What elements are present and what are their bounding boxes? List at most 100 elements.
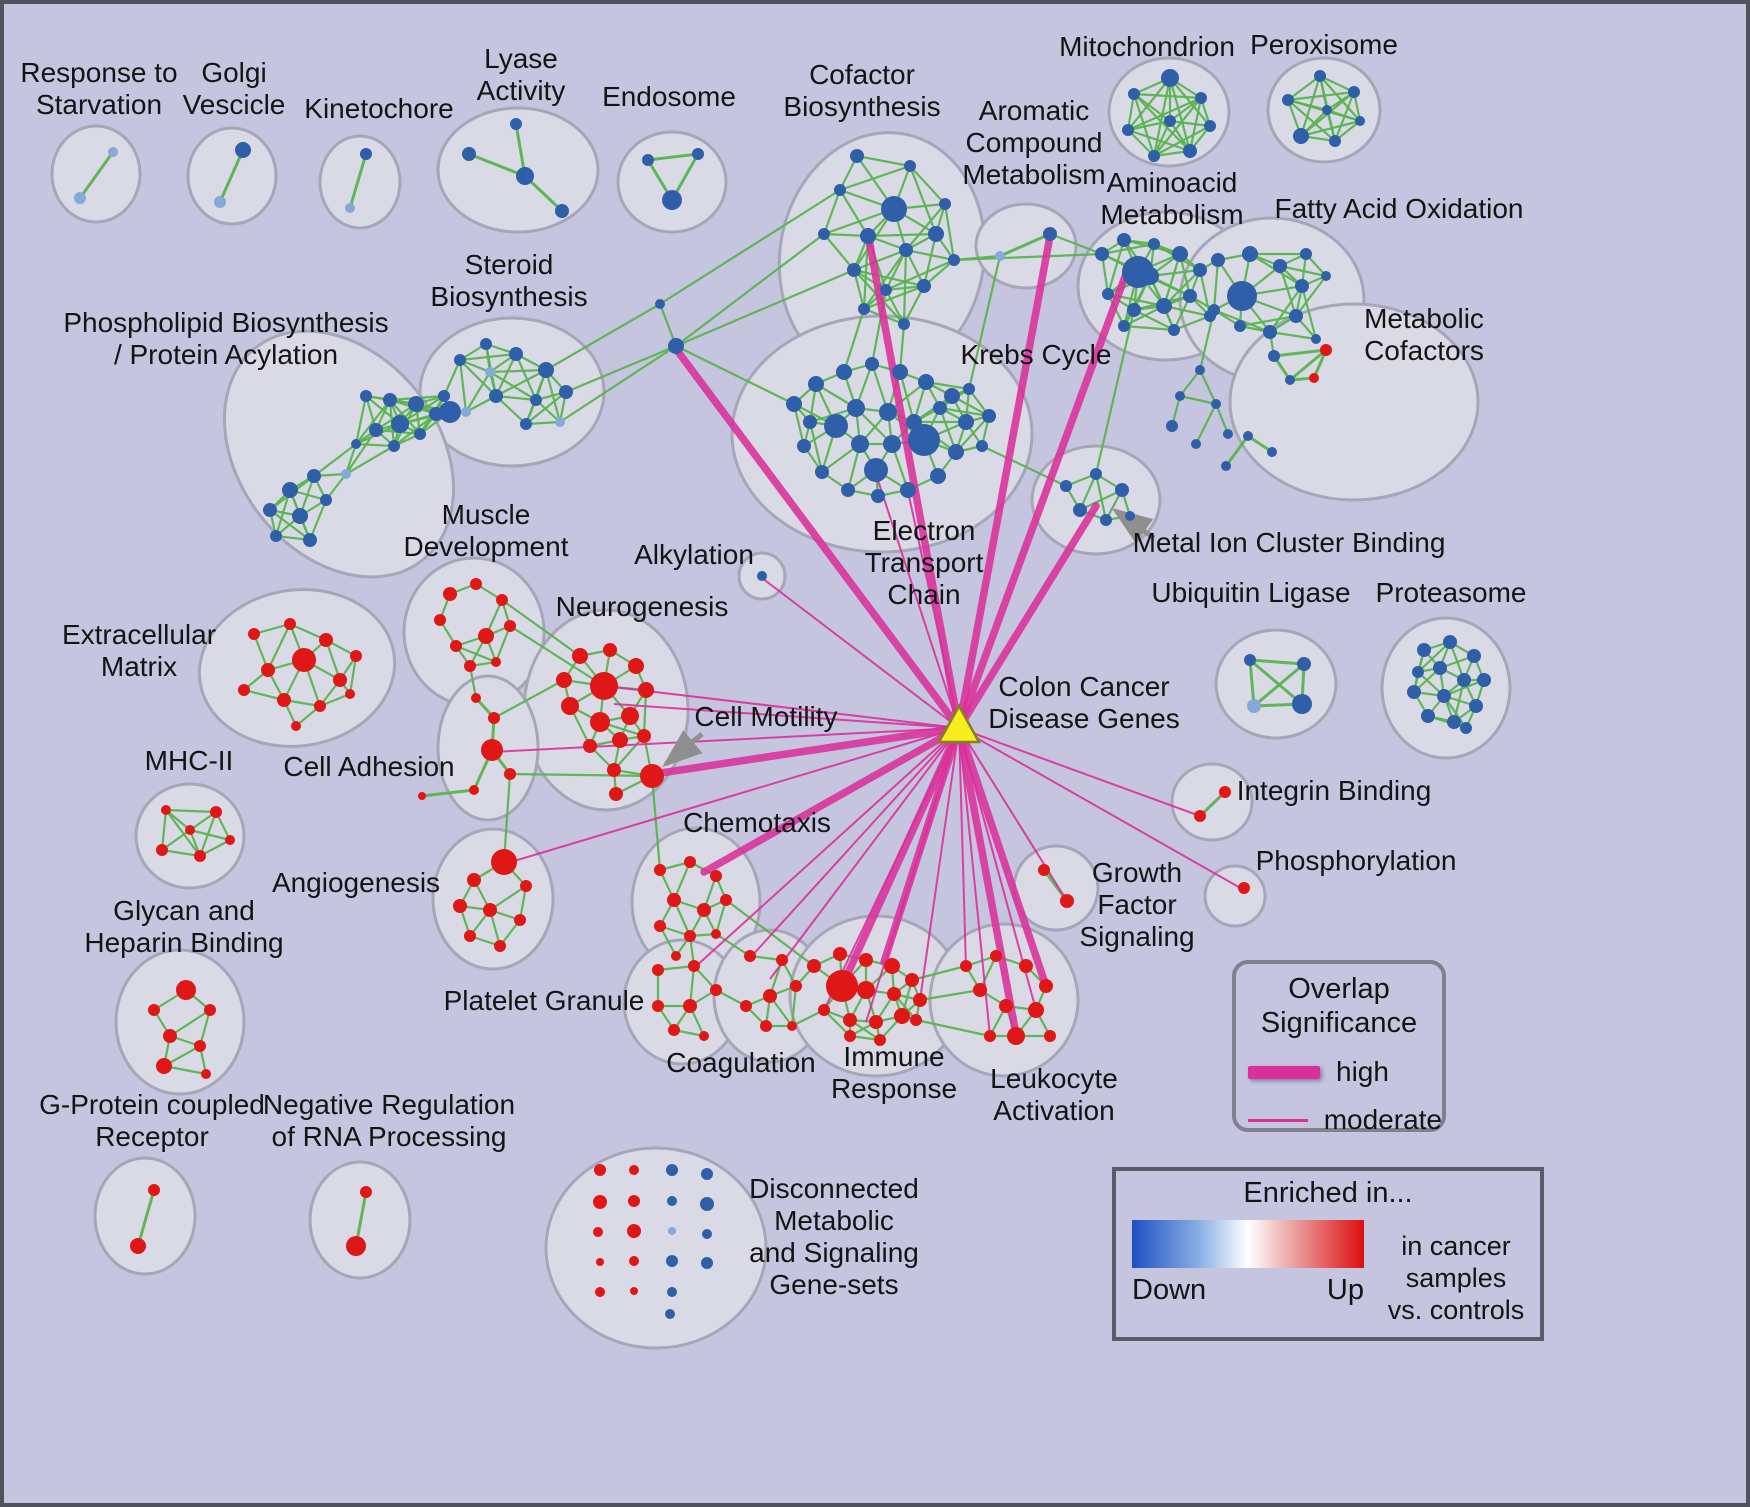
gene-set-node: [454, 354, 466, 366]
gene-set-edge: [790, 985, 798, 1027]
cluster-integrin-binding-ellipse: [1170, 762, 1254, 842]
label-extracellular-matrix: Extracellular: [62, 619, 216, 650]
gene-set-node: [1044, 1030, 1056, 1042]
gene-set-node: [520, 880, 532, 892]
gene-set-node: [1166, 420, 1178, 432]
label-g-protein-coupled-receptor: Receptor: [95, 1121, 209, 1152]
gene-set-node: [1100, 514, 1112, 526]
pointer-arrow: [1111, 508, 1156, 544]
gene-set-edge: [1417, 641, 1451, 673]
gene-set-node: [910, 1014, 922, 1026]
gene-set-node: [1457, 673, 1471, 687]
gene-set-node: [443, 587, 457, 601]
gene-set-node: [887, 987, 901, 1001]
gene-set-edge: [1169, 97, 1202, 122]
gene-set-edge: [1287, 99, 1336, 142]
cluster-disconnected-gene-sets-ellipse: [544, 1146, 768, 1350]
gene-set-node: [900, 482, 916, 498]
gene-set-node: [481, 739, 503, 761]
gene-set-node: [960, 960, 972, 972]
gene-set-node: [1043, 227, 1057, 241]
gene-set-node: [556, 672, 572, 688]
gene-set-node: [1019, 959, 1033, 973]
label-disconnected-gene-sets: and Signaling: [749, 1237, 919, 1268]
gene-set-node: [595, 1287, 605, 1297]
gene-set-node: [667, 893, 681, 907]
gene-set-node: [880, 284, 892, 296]
gene-set-node: [744, 950, 756, 962]
gene-set-edge: [1127, 128, 1191, 153]
gene-set-node: [1211, 399, 1221, 409]
gene-set-edge: [455, 644, 497, 664]
cluster-neurogenesis-ellipse: [522, 608, 690, 812]
gene-set-node: [908, 424, 940, 456]
gene-set-node: [1223, 429, 1233, 439]
inter-cluster-edge: [919, 988, 981, 1002]
gene-set-node: [1204, 120, 1216, 132]
gene-set-edge: [1133, 309, 1175, 331]
gene-set-edge: [905, 203, 946, 251]
gene-set-node: [471, 693, 481, 703]
gene-set-node: [594, 1164, 606, 1176]
gene-set-edge: [808, 421, 824, 473]
gene-set-node: [1028, 1002, 1044, 1018]
gene-set-node: [1292, 694, 1312, 714]
gene-set-edge: [1319, 75, 1355, 93]
gene-set-edge: [324, 639, 342, 681]
gene-set-node: [201, 1069, 211, 1079]
gene-set-node: [320, 494, 332, 506]
gene-set-node: [1437, 689, 1451, 703]
gene-set-node: [341, 469, 351, 479]
gene-set-edge: [494, 625, 512, 663]
gene-set-node: [948, 444, 964, 460]
gene-set-node: [720, 894, 732, 906]
overlap-edge-moderate: [749, 727, 960, 959]
gene-set-edge: [867, 232, 937, 238]
gene-set-node: [847, 399, 865, 417]
gene-set-node: [833, 947, 847, 961]
gene-set-node: [818, 228, 830, 240]
label-steroid-biosynthesis: Biosynthesis: [430, 281, 587, 312]
gene-set-edge: [1299, 75, 1322, 137]
gene-set-edge: [823, 233, 855, 271]
gene-set-edge: [313, 443, 357, 477]
gene-set-node: [1183, 144, 1197, 158]
label-negative-regulation-rna: Negative Regulation: [263, 1089, 515, 1120]
gene-set-node: [1247, 699, 1261, 713]
overlap-edge-high: [955, 270, 1130, 732]
cluster-kinetochore-ellipse: [318, 134, 402, 230]
label-cofactor-biosynthesis: Cofactor: [809, 59, 915, 90]
gene-set-edge: [1152, 77, 1172, 157]
gene-set-node: [333, 673, 347, 687]
gene-set-edge: [905, 248, 955, 262]
gene-set-node: [1433, 661, 1447, 675]
gene-set-node: [881, 196, 907, 222]
gene-set-node: [913, 993, 927, 1007]
gene-set-edge: [647, 152, 699, 162]
label-alkylation: Alkylation: [634, 539, 754, 570]
gene-set-node: [982, 409, 996, 423]
gene-set-node: [261, 663, 275, 677]
gene-set-node: [683, 999, 697, 1013]
label-platelet-granule: Platelet Granule: [444, 985, 645, 1016]
gene-set-edge: [1249, 658, 1303, 706]
gene-set-node: [1194, 810, 1206, 822]
gene-set-node: [282, 482, 298, 498]
label-phospholipid-biosynthesis: / Protein Acylation: [114, 339, 338, 370]
gene-set-edge: [856, 154, 911, 168]
label-angiogenesis: Angiogenesis: [272, 867, 440, 898]
inter-cluster-edge: [842, 308, 866, 373]
up-label: Up: [1326, 1274, 1364, 1306]
gene-set-node: [494, 940, 506, 952]
gene-set-node: [1460, 722, 1472, 734]
gene-set-edge: [421, 788, 475, 798]
gene-set-node: [360, 1186, 372, 1198]
gene-set-node: [194, 1040, 206, 1052]
gene-set-node: [590, 712, 610, 732]
gene-set-node: [627, 1224, 641, 1238]
gene-set-node: [652, 1000, 664, 1012]
label-golgi-vescicle: Vescicle: [183, 89, 286, 120]
cluster-lyase-activity-ellipse: [436, 106, 600, 234]
gene-set-edge: [1127, 129, 1155, 157]
